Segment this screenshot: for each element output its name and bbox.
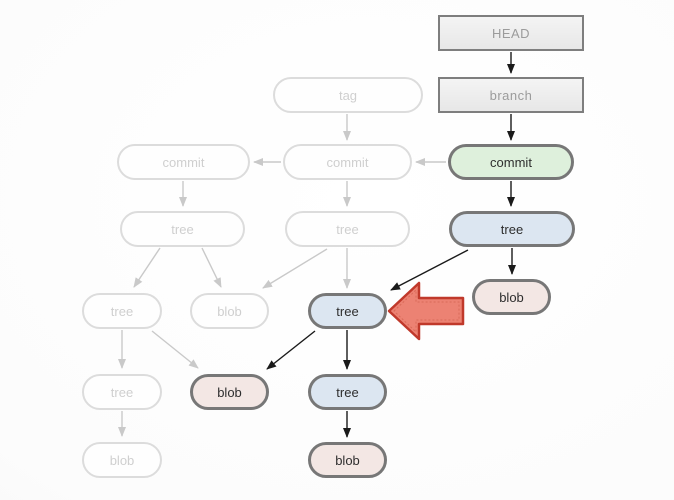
node-tree-old-2: tree — [285, 211, 410, 247]
node-tree-old-4: tree — [82, 374, 162, 410]
node-commit-old-2: commit — [283, 144, 412, 180]
node-tree-sub: tree — [308, 293, 387, 329]
node-tree-sub-child: tree — [308, 374, 387, 410]
node-blob-right: blob — [472, 279, 551, 315]
red-pointer-arrow — [387, 281, 465, 341]
node-blob-mid-left: blob — [190, 374, 269, 410]
node-branch: branch — [438, 77, 584, 113]
node-blob-old-2: blob — [82, 442, 162, 478]
node-head: HEAD — [438, 15, 584, 51]
node-tree-old-1: tree — [120, 211, 245, 247]
node-tree-root: tree — [449, 211, 575, 247]
node-blob-bottom: blob — [308, 442, 387, 478]
node-commit-old-1: commit — [117, 144, 250, 180]
node-tag-faded: tag — [273, 77, 423, 113]
node-tree-old-3: tree — [82, 293, 162, 329]
node-blob-old-1: blob — [190, 293, 269, 329]
node-commit-current: commit — [448, 144, 574, 180]
